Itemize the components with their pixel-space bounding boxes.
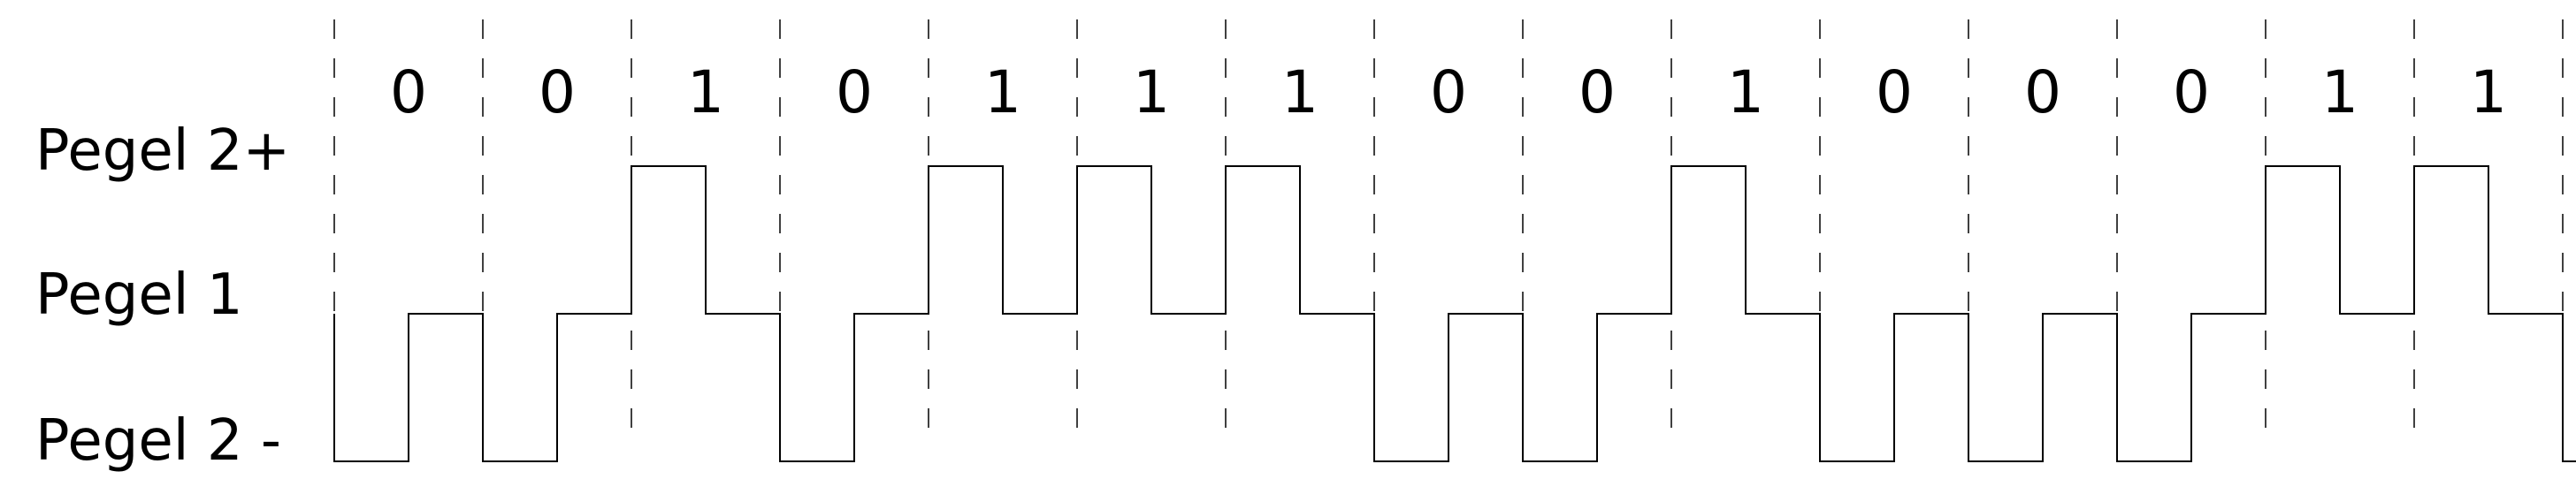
level-label-top: Pegel 2+ xyxy=(35,118,290,184)
bit-label: 1 xyxy=(984,58,1021,126)
bit-label: 0 xyxy=(836,58,873,126)
bit-label: 1 xyxy=(687,58,724,126)
bit-label: 1 xyxy=(2470,58,2507,126)
bit-label: 0 xyxy=(1578,58,1616,126)
level-label-middle: Pegel 1 xyxy=(35,262,243,328)
bit-label: 0 xyxy=(390,58,427,126)
bit-label: 1 xyxy=(2321,58,2358,126)
signal-line xyxy=(333,165,2576,462)
bit-labels: 0010111001000110 xyxy=(390,58,2507,126)
bit-label: 1 xyxy=(1133,58,1170,126)
bit-label: 0 xyxy=(1876,58,1913,126)
bit-label: 1 xyxy=(1281,58,1319,126)
bit-label: 0 xyxy=(2024,58,2061,126)
bit-label: 1 xyxy=(1727,58,1764,126)
signal-waveform xyxy=(333,165,2576,462)
bit-label: 0 xyxy=(539,58,576,126)
level-label-bottom: Pegel 2 - xyxy=(35,408,281,474)
bit-label: 0 xyxy=(2173,58,2210,126)
bit-label: 0 xyxy=(1430,58,1467,126)
